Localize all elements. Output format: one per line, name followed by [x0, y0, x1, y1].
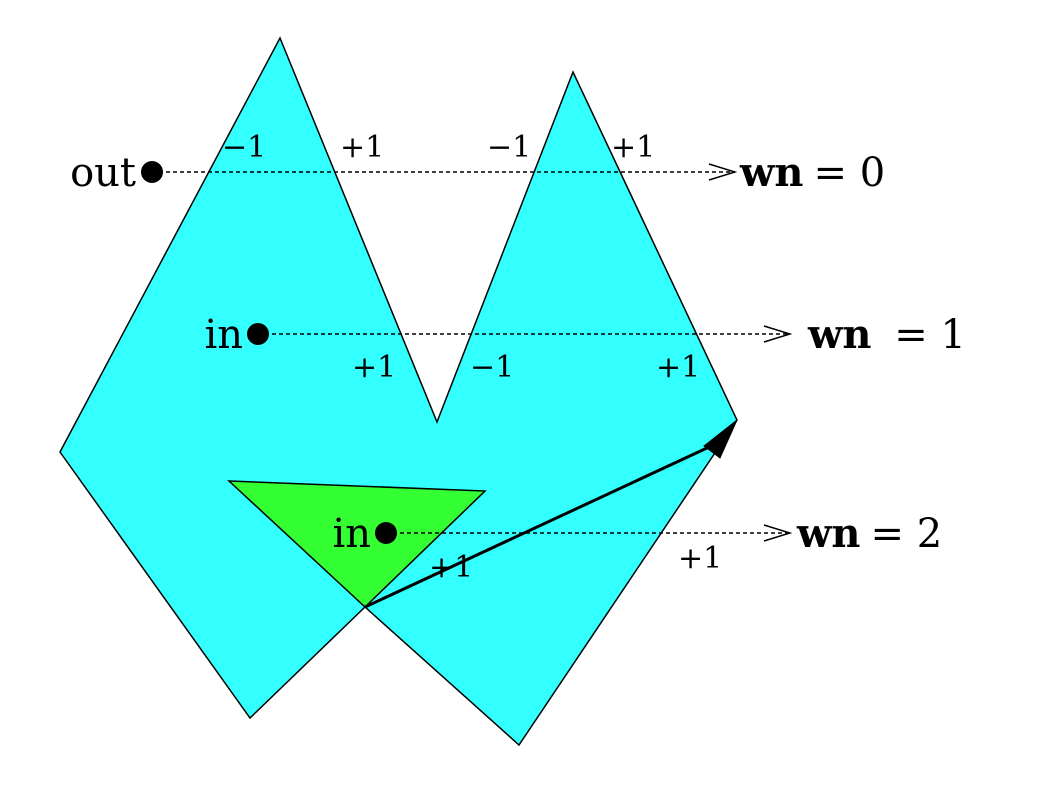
result-var: wn	[796, 510, 861, 557]
edge-direction-arrowhead	[703, 419, 738, 459]
result-eq: = 1	[882, 312, 966, 358]
self-intersecting-polygon	[59, 36, 738, 747]
point-out-dot	[141, 161, 163, 183]
result-label-2: wn= 2	[796, 510, 942, 557]
crossing-label: +1	[429, 550, 473, 585]
point-out-label: out	[70, 150, 136, 196]
point-in2-dot	[375, 522, 397, 544]
crossing-label: +1	[611, 130, 655, 165]
point-in1-label: in	[204, 312, 243, 358]
crossing-label: +1	[352, 350, 396, 385]
crossing-label: +1	[340, 130, 384, 165]
result-var: wn	[807, 311, 872, 358]
result-eq: = 0	[814, 150, 886, 196]
result-var: wn	[739, 149, 804, 196]
point-in2-label: in	[332, 511, 371, 557]
result-label-1: wn = 1	[807, 311, 966, 358]
point-in1-dot	[247, 323, 269, 345]
crossing-label: +1	[678, 541, 722, 576]
result-eq: = 2	[871, 511, 943, 557]
crossing-label: −1	[222, 130, 266, 165]
crossing-label: −1	[470, 350, 514, 385]
result-label-0: wn= 0	[739, 149, 885, 196]
edge-direction-line	[364, 439, 723, 609]
crossing-label: +1	[656, 350, 700, 385]
double-winding-region	[227, 480, 487, 609]
crossing-label: −1	[487, 130, 531, 165]
